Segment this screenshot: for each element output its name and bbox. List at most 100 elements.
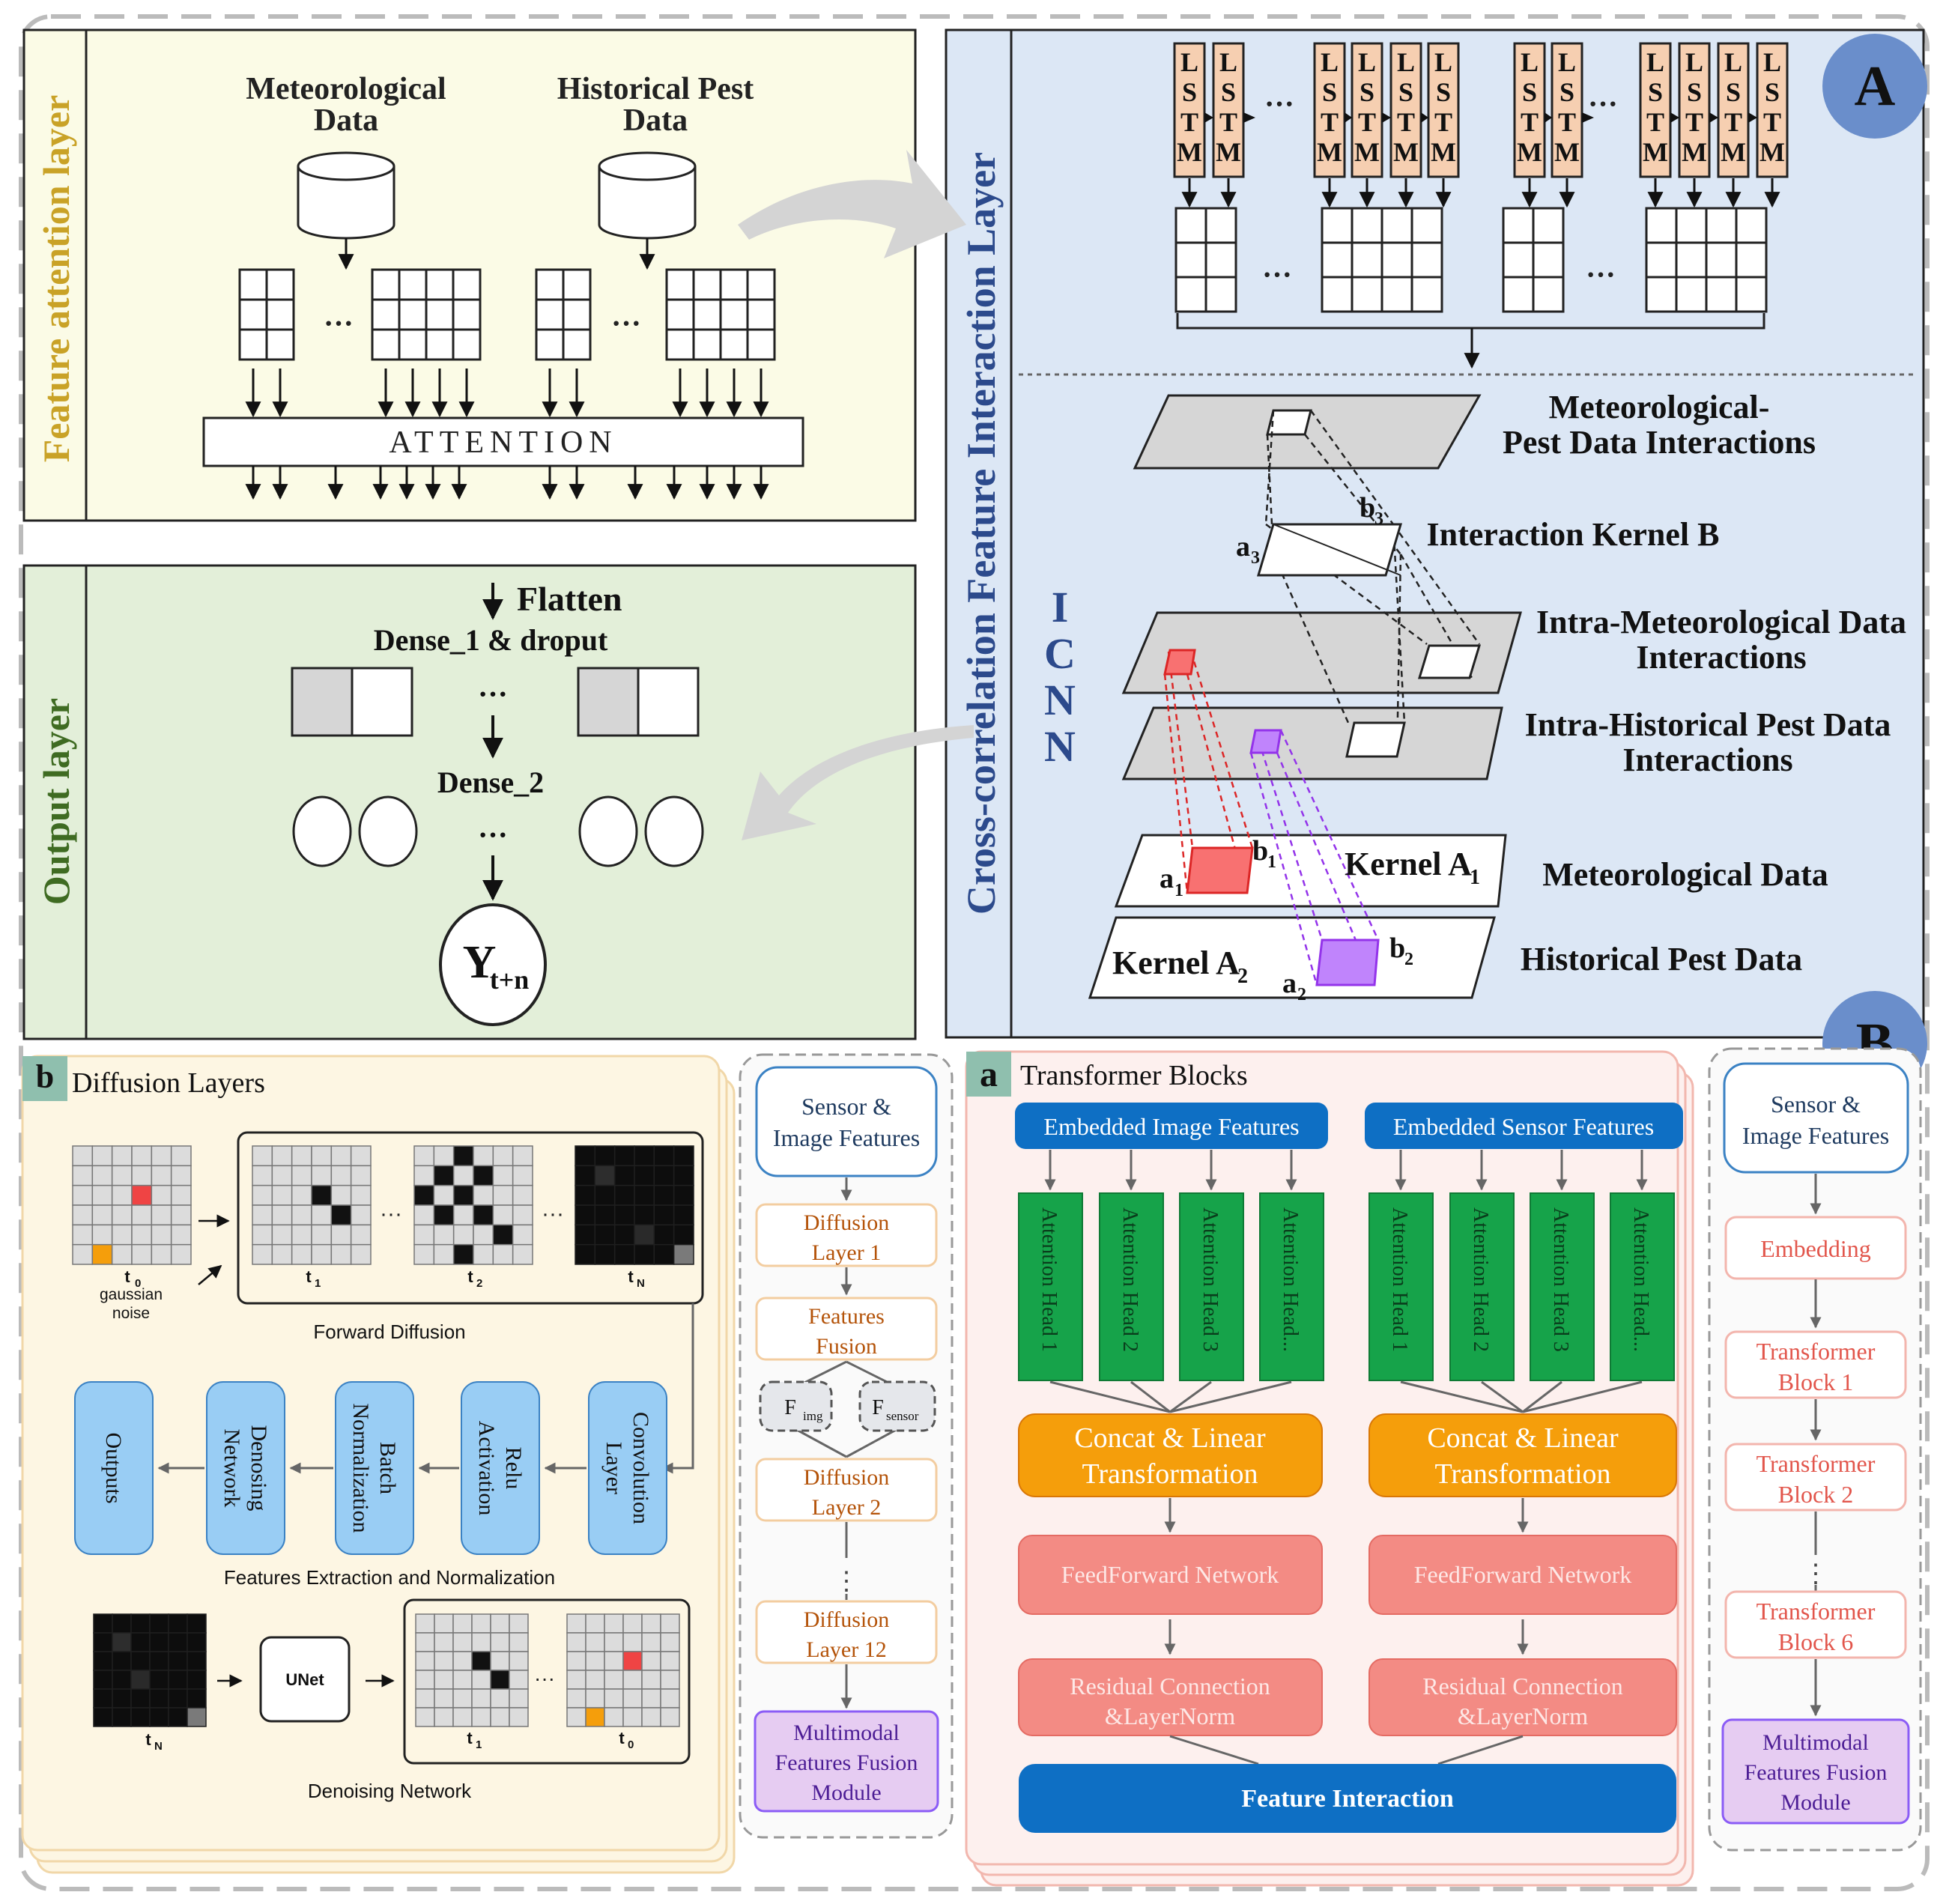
svg-text:⋮: ⋮ [1803,1560,1828,1588]
step-label: Convolution [628,1412,653,1524]
intra-met-window [1417,644,1482,679]
denoising-grids [93,1613,680,1727]
concat-linear-left [1018,1413,1323,1497]
svg-text:img: img [803,1409,823,1423]
kernel-a1 [1186,846,1254,894]
diffusion-step: Outputs [74,1381,154,1555]
svg-text:Features Fusion: Features Fusion [775,1750,918,1775]
icnn-panel: Cross-correlation Feature Interaction La… [945,28,1925,1039]
svg-text:Diffusion: Diffusion [804,1465,889,1490]
interaction-kernel-b [1256,523,1403,577]
lstm-letter: M [1759,137,1785,167]
svg-text:2: 2 [1404,950,1413,969]
svg-text:Layer 12: Layer 12 [806,1637,886,1662]
attention-input-arrows [245,369,769,418]
den-tN-grid [93,1613,207,1727]
lstm-link-arrow [1204,112,1213,123]
svg-text:Embedded Image Features: Embedded Image Features [1043,1113,1299,1140]
lstm-letter: M [1431,137,1456,167]
lstm-ellipsis: ··· [1264,87,1294,121]
met-data-label: Meteorological Data [1542,856,1828,893]
badge-a [966,1052,1011,1097]
lstm-grid [1645,207,1768,313]
lstm-letter: L [1358,47,1376,77]
lstm-link-arrow [1545,112,1552,123]
a1-label: a [1160,863,1174,894]
svg-text:Block 6: Block 6 [1778,1628,1853,1655]
dense2-ellipsis: ··· [478,818,508,852]
lstm-letter: T [1521,107,1539,137]
kernel-a2-label: Kernel A [1112,945,1240,981]
lstm-letter: S [1436,77,1451,107]
flatten-label: Flatten [517,580,622,618]
hist-data-label-2: Data [623,103,688,138]
diffusion-flow: Sensor & Image Features Diffusion Layer … [739,1053,954,1839]
attention-output-arrows [245,466,769,500]
f-img-node [759,1380,833,1432]
diffusion-grids [72,1145,694,1265]
lstm-letter: S [1398,77,1413,107]
curved-arrow-to-icnn [738,150,966,258]
intra-hist-label-1: Intra-Historical Pest Data [1525,706,1891,743]
residual-right [1368,1658,1677,1736]
dense2-label: Dense_2 [437,765,544,799]
attention-head: Attention Head 1 [1368,1150,1524,1413]
badge-b [22,1056,67,1101]
lstm-letter: T [1434,107,1452,137]
diff-layer-1 [755,1203,938,1267]
output-layer-vertical-label: Output layer [35,698,77,905]
svg-text:Module: Module [1780,1790,1850,1815]
hist-database-icon [598,151,697,240]
lstm-letter: T [1685,107,1703,137]
diff-flow-input [755,1066,938,1177]
diff-fusion-module [754,1710,939,1813]
grid-ellipsis: ··· [1586,258,1616,291]
svg-text:Transformer: Transformer [1756,1450,1876,1477]
svg-text:Feature Interaction: Feature Interaction [1241,1785,1454,1813]
diffusion-title: Diffusion Layers [72,1067,265,1099]
svg-text:Sensor &: Sensor & [801,1093,891,1120]
svg-text:Transformer: Transformer [1756,1338,1876,1365]
attention-head: Attention Head 2 [1449,1150,1524,1413]
tN-label: t [628,1267,634,1286]
f-sensor-node [858,1380,936,1432]
attention-head-label: Attention Head 3 [1198,1207,1222,1352]
step-label: Relu [501,1447,526,1490]
svg-text:FeedForward Network: FeedForward Network [1061,1561,1279,1588]
attention-head: Attention Head 3 [1169,1150,1244,1413]
den-tN-label: t [145,1730,151,1749]
met-data-label-1: Meteorological [246,72,446,106]
svg-text:3: 3 [1374,509,1383,529]
tN-grid [575,1145,694,1265]
t0-label: t [124,1267,130,1286]
svg-text:0: 0 [135,1277,141,1290]
attention-head-label: Attention Head... [1629,1207,1652,1352]
transformer-title: Transformer Blocks [1020,1060,1248,1091]
attention-head-label: Attention Head 3 [1549,1207,1572,1352]
feature-grid [535,268,592,361]
svg-text:Diffusion: Diffusion [804,1607,889,1632]
feature-grid [238,268,295,361]
diffusion-panel: b Diffusion Layers ··· ··· t 0 gaussian … [21,1055,736,1874]
den-t0-grid [566,1613,680,1727]
svg-text:⋮: ⋮ [834,1568,859,1595]
lstm-letter: T [1219,107,1237,137]
lstm-letter: S [1360,77,1374,107]
diff-layer-12 [755,1600,938,1664]
step-label: Denosing [246,1425,271,1512]
ffn-left [1018,1535,1323,1615]
lstm-letter: M [1721,137,1746,167]
lstm-letter: T [1724,107,1742,137]
forward-diffusion-box [237,1131,704,1305]
attention-head: Attention Head 3 [1522,1150,1595,1413]
den-t1-grid [415,1613,529,1727]
svg-text:N: N [637,1277,645,1290]
lstm-letter: M [1643,137,1668,167]
